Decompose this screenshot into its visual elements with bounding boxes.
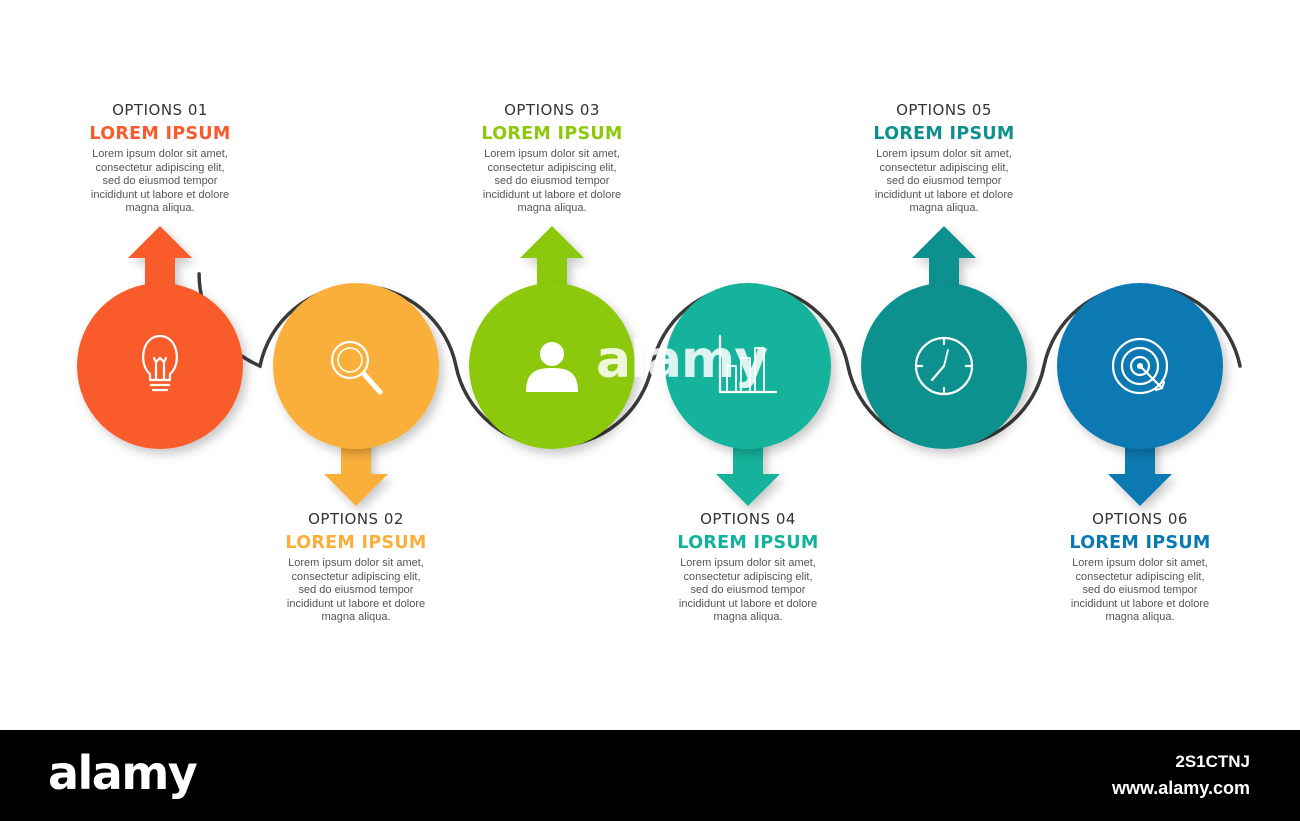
option-description: Lorem ipsum dolor sit amet,consectetur a…: [246, 557, 466, 625]
description-line: sed do eiusmod tempor: [494, 175, 610, 188]
stopwatch-icon: [914, 336, 974, 396]
arrow-up-icon: [128, 226, 192, 293]
step-circle: [273, 283, 439, 449]
step-label-1: OPTIONS 01 LOREM IPSUM Lorem ipsum dolor s…: [50, 101, 270, 216]
description-line: sed do eiusmod tempor: [102, 175, 218, 188]
description-line: consectetur adipiscing elit,: [1075, 570, 1205, 583]
step-label-3: OPTIONS 03 LOREM IPSUM Lorem ipsum dolor s…: [442, 101, 662, 216]
footer-bar: alamy 2S1CTNJ www.alamy.com: [0, 730, 1300, 821]
arrow-up-icon: [520, 226, 584, 293]
option-number: OPTIONS 04: [700, 510, 796, 528]
option-heading: LOREM IPSUM: [285, 533, 427, 553]
step-5: [861, 226, 1027, 449]
description-line: magna aliqua.: [321, 611, 391, 624]
site-url: www.alamy.com: [1111, 778, 1250, 798]
step-2: [273, 283, 439, 506]
step-4: [665, 283, 831, 506]
option-description: Lorem ipsum dolor sit amet,consectetur a…: [1030, 557, 1250, 625]
description-line: incididunt ut labore et dolore: [482, 188, 622, 201]
watermark-text: alamy: [596, 330, 768, 390]
lightbulb-icon: [142, 334, 178, 392]
option-heading: LOREM IPSUM: [481, 124, 623, 144]
arrow-down-icon: [324, 439, 388, 506]
infographic-canvas: [77, 226, 1242, 506]
option-heading: LOREM IPSUM: [1069, 533, 1211, 553]
description-line: consectetur adipiscing elit,: [879, 161, 1009, 174]
option-number: OPTIONS 06: [1092, 510, 1188, 528]
description-line: magna aliqua.: [517, 202, 587, 215]
option-number: OPTIONS 02: [308, 510, 404, 528]
description-line: incididunt ut labore et dolore: [286, 597, 426, 610]
arrow-up-icon: [912, 226, 976, 293]
description-line: sed do eiusmod tempor: [1082, 584, 1198, 597]
step-label-4: OPTIONS 04 LOREM IPSUM Lorem ipsum dolor s…: [638, 510, 858, 625]
description-line: consectetur adipiscing elit,: [683, 570, 813, 583]
step-circle: [665, 283, 831, 449]
option-number: OPTIONS 05: [896, 101, 992, 119]
option-description: Lorem ipsum dolor sit amet,consectetur a…: [638, 557, 858, 625]
description-line: consectetur adipiscing elit,: [95, 161, 225, 174]
description-line: Lorem ipsum dolor sit amet,: [1072, 557, 1208, 569]
description-line: Lorem ipsum dolor sit amet,: [484, 148, 620, 160]
description-line: incididunt ut labore et dolore: [874, 188, 1014, 201]
step-label-2: OPTIONS 02 LOREM IPSUM Lorem ipsum dolor s…: [246, 510, 466, 625]
step-6: [1057, 283, 1223, 506]
option-description: Lorem ipsum dolor sit amet,consectetur a…: [834, 148, 1054, 216]
arrow-down-icon: [1108, 439, 1172, 506]
option-description: Lorem ipsum dolor sit amet,consectetur a…: [50, 148, 270, 216]
magnifier-icon: [330, 340, 383, 395]
option-number: OPTIONS 03: [504, 101, 600, 119]
description-line: Lorem ipsum dolor sit amet,: [92, 148, 228, 160]
description-line: magna aliqua.: [1105, 611, 1175, 624]
description-line: Lorem ipsum dolor sit amet,: [876, 148, 1012, 160]
arrow-down-icon: [716, 439, 780, 506]
description-line: sed do eiusmod tempor: [886, 175, 1002, 188]
description-line: incididunt ut labore et dolore: [1070, 597, 1210, 610]
target-icon: [1111, 337, 1169, 395]
description-line: Lorem ipsum dolor sit amet,: [288, 557, 424, 569]
image-id: 2S1CTNJ: [1175, 752, 1250, 771]
description-line: magna aliqua.: [713, 611, 783, 624]
step-label-6: OPTIONS 06 LOREM IPSUM Lorem ipsum dolor s…: [1030, 510, 1250, 625]
option-number: OPTIONS 01: [112, 101, 208, 119]
option-description: Lorem ipsum dolor sit amet,consectetur a…: [442, 148, 662, 216]
description-line: incididunt ut labore et dolore: [90, 188, 230, 201]
description-line: magna aliqua.: [909, 202, 979, 215]
description-line: Lorem ipsum dolor sit amet,: [680, 557, 816, 569]
step-1: [77, 226, 243, 449]
description-line: consectetur adipiscing elit,: [487, 161, 617, 174]
description-line: sed do eiusmod tempor: [298, 584, 414, 597]
description-line: sed do eiusmod tempor: [690, 584, 806, 597]
step-circle: [77, 283, 243, 449]
description-line: incididunt ut labore et dolore: [678, 597, 818, 610]
user-icon: [526, 342, 578, 392]
step-label-5: OPTIONS 05 LOREM IPSUM Lorem ipsum dolor s…: [834, 101, 1054, 216]
brand-logo: alamy: [48, 746, 198, 800]
option-heading: LOREM IPSUM: [677, 533, 819, 553]
bar-chart-icon: [718, 334, 778, 394]
description-line: magna aliqua.: [125, 202, 195, 215]
description-line: consectetur adipiscing elit,: [291, 570, 421, 583]
step-3: [469, 226, 635, 449]
option-heading: LOREM IPSUM: [873, 124, 1015, 144]
option-heading: LOREM IPSUM: [89, 124, 231, 144]
